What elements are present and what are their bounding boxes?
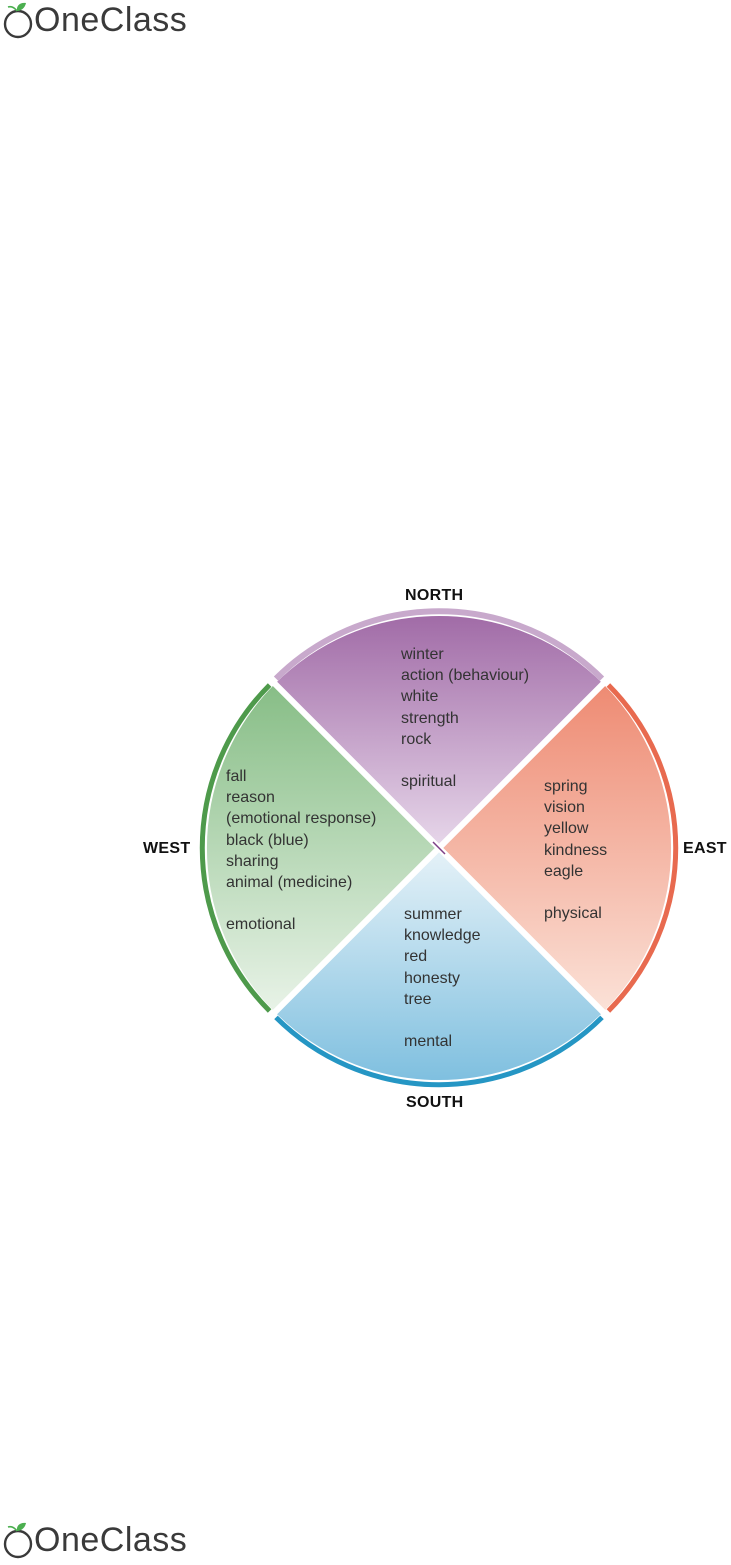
south-label: SOUTH bbox=[406, 1094, 464, 1112]
west-item: (emotional response) bbox=[226, 808, 376, 829]
north-item: strength bbox=[401, 708, 529, 729]
west-item: sharing bbox=[226, 851, 376, 872]
logo-o-icon bbox=[0, 1520, 36, 1560]
south-item: summer bbox=[404, 904, 481, 925]
leaf-icon bbox=[17, 3, 26, 11]
north-quadrant-text: winter action (behaviour) white strength… bbox=[401, 644, 529, 792]
east-item: kindness bbox=[544, 840, 607, 861]
oneclass-o-with-leaf bbox=[0, 1520, 36, 1560]
north-item: rock bbox=[401, 729, 529, 750]
logo-text: OneClass bbox=[34, 1520, 187, 1560]
west-quadrant-text: fall reason (emotional response) black (… bbox=[226, 766, 376, 936]
east-item: spring bbox=[544, 776, 607, 797]
south-item: knowledge bbox=[404, 925, 481, 946]
north-item: winter bbox=[401, 644, 529, 665]
south-aspect: mental bbox=[404, 1031, 481, 1052]
oneclass-logo-footer: OneClass bbox=[0, 1520, 187, 1560]
north-aspect: spiritual bbox=[401, 771, 529, 792]
east-item: eagle bbox=[544, 861, 607, 882]
west-item: fall bbox=[226, 766, 376, 787]
north-item: white bbox=[401, 686, 529, 707]
west-aspect: emotional bbox=[226, 914, 376, 935]
oneclass-logo: OneClass bbox=[0, 0, 187, 40]
south-item: honesty bbox=[404, 968, 481, 989]
west-item: black (blue) bbox=[226, 830, 376, 851]
east-item: yellow bbox=[544, 818, 607, 839]
oneclass-o-with-leaf bbox=[0, 0, 36, 40]
south-item: red bbox=[404, 946, 481, 967]
medicine-wheel-diagram: NORTH EAST SOUTH WEST winter action (beh… bbox=[0, 560, 731, 1120]
west-item: animal (medicine) bbox=[226, 872, 376, 893]
south-item: tree bbox=[404, 989, 481, 1010]
east-quadrant-text: spring vision yellow kindness eagle phys… bbox=[544, 776, 607, 924]
leaf-icon bbox=[17, 1523, 26, 1531]
south-quadrant-text: summer knowledge red honesty tree mental bbox=[404, 904, 481, 1052]
logo-o-icon bbox=[0, 0, 36, 40]
north-label: NORTH bbox=[405, 587, 463, 605]
west-label: WEST bbox=[143, 840, 190, 858]
logo-text: OneClass bbox=[34, 0, 187, 40]
north-item: action (behaviour) bbox=[401, 665, 529, 686]
east-label: EAST bbox=[683, 840, 727, 858]
west-item: reason bbox=[226, 787, 376, 808]
east-item: vision bbox=[544, 797, 607, 818]
east-aspect: physical bbox=[544, 903, 607, 924]
